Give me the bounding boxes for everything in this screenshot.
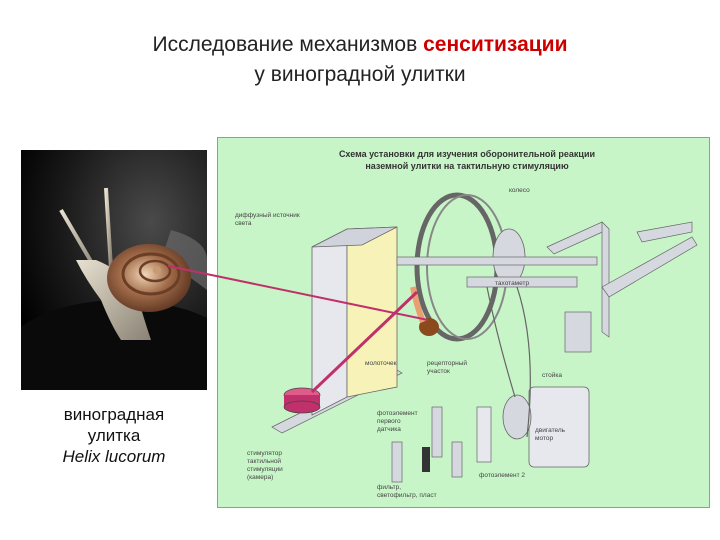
label-photosensor-2: первого xyxy=(377,418,401,425)
slide-title: Исследование механизмов сенситизации у в… xyxy=(0,30,720,90)
snail-photo xyxy=(21,150,207,390)
photo-caption: виноградная улитка Helix lucorum xyxy=(21,404,207,467)
title-text: Исследование механизмов xyxy=(152,33,424,56)
title-accent-word: сенситизации xyxy=(423,33,568,56)
label-photoresistor-2: фотоэлемент 2 xyxy=(479,472,525,479)
title-line2: у виноградной улитки xyxy=(254,63,466,86)
label-receptor: рецепторный xyxy=(427,359,467,367)
label-filter-2: светофильтр, пласт xyxy=(377,492,437,499)
caption-latin: Helix lucorum xyxy=(21,446,207,467)
label-tachometer: тахотаметр xyxy=(495,280,530,287)
label-stimulator-4: (камера) xyxy=(247,474,273,481)
caption-line1: виноградная xyxy=(63,405,165,424)
diagram-heading-1: Схема установки для изучения оборонитель… xyxy=(339,149,595,159)
label-stimulator: стимулятор xyxy=(247,450,282,457)
label-stimulator-2: тактильной xyxy=(247,457,281,465)
label-motor: двигатель xyxy=(535,427,566,434)
label-wheel: колесо xyxy=(509,187,530,194)
label-stand: стойка xyxy=(542,371,562,379)
label-motor-2: мотор xyxy=(535,435,553,442)
snail-specimen xyxy=(419,318,439,336)
apparatus-diagram: Схема установки для изучения оборонитель… xyxy=(217,137,710,508)
diagram-frame xyxy=(217,137,710,508)
latin-name: Helix lucorum xyxy=(62,447,166,466)
label-diffuse-light: диффузный источник xyxy=(235,211,300,219)
label-stimulator-3: стимуляции xyxy=(247,466,283,473)
label-diffuse-light-2: света xyxy=(235,220,252,227)
diagram-heading-2: наземной улитки на тактильную стимуляцию xyxy=(365,161,569,171)
label-receptor-2: участок xyxy=(427,368,450,375)
label-filter: фильтр, xyxy=(377,484,401,491)
label-hammer: молоточек xyxy=(365,360,397,367)
caption-line2: улитка xyxy=(87,426,141,445)
label-photosensor: фотоэлемент xyxy=(377,410,418,417)
label-photosensor-3: датчика xyxy=(377,426,401,433)
